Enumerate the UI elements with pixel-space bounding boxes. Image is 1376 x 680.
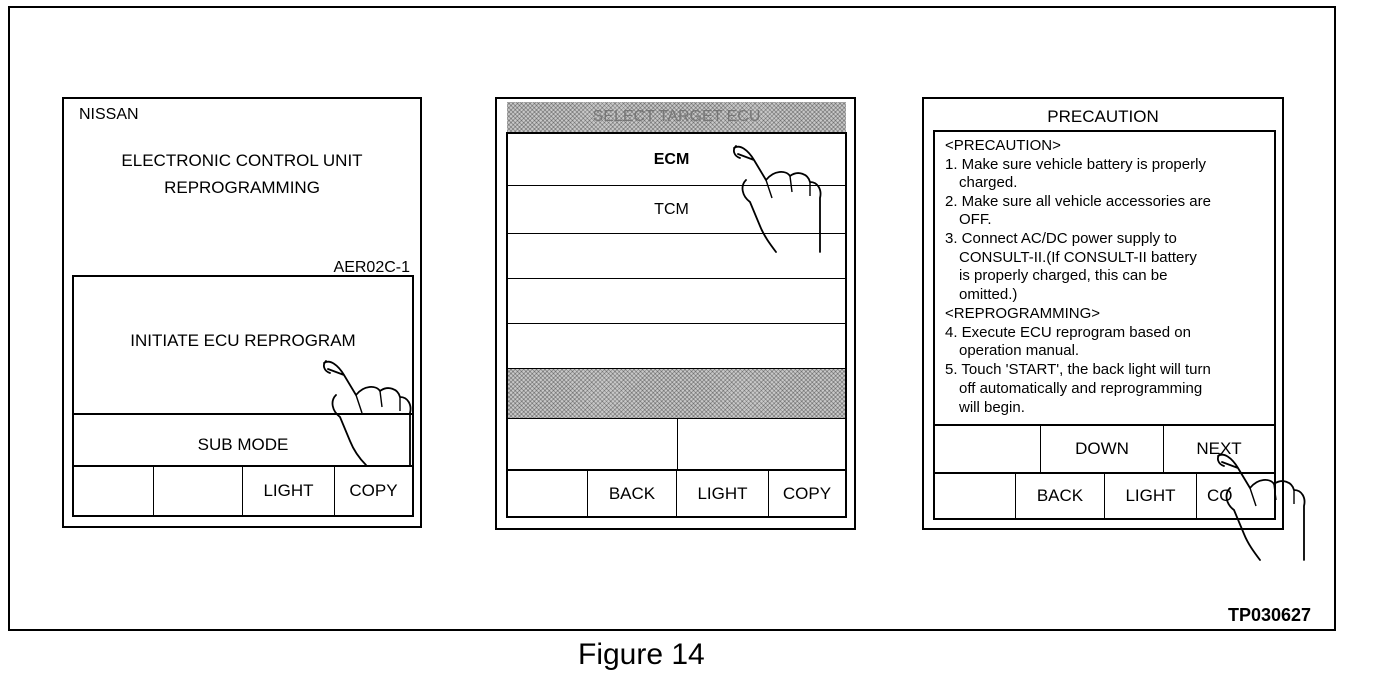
pointing-hand-icon	[1217, 453, 1306, 561]
back-button[interactable]: BACK	[588, 471, 677, 516]
light-button[interactable]: LIGHT	[1105, 472, 1197, 518]
sub-mode-button[interactable]: SUB MODE	[74, 415, 412, 467]
title-line-2: REPROGRAMMING	[164, 178, 320, 197]
pointing-hand-icon	[733, 145, 822, 253]
initiate-ecu-reprogram-button[interactable]: INITIATE ECU REPROGRAM	[74, 277, 412, 415]
precaution-line: 5. Touch 'START', the back light will tu…	[945, 361, 1211, 378]
option-empty-3[interactable]	[508, 324, 845, 369]
initiate-area: INITIATE ECU REPROGRAM SUB MODE LIGHT CO…	[72, 275, 414, 517]
version-label: AER02C-1	[333, 259, 410, 276]
precaution-line: off automatically and reprogramming	[959, 380, 1203, 397]
back-button[interactable]: BACK	[1016, 472, 1105, 518]
figure-caption: Figure 14	[578, 638, 705, 671]
precaution-title: PRECAUTION	[1047, 107, 1159, 126]
precaution-line: omitted.)	[959, 286, 1018, 303]
pointing-hand-icon	[323, 360, 412, 466]
copy-label: COPY	[349, 481, 398, 500]
copy-button[interactable]: COPY	[769, 471, 845, 516]
initiate-label: INITIATE ECU REPROGRAM	[130, 331, 356, 350]
precaution-line: 3. Connect AC/DC power supply to	[945, 230, 1177, 247]
precaution-line: is properly charged, this can be	[959, 267, 1168, 284]
precaution-line: OFF.	[959, 211, 992, 228]
blank-button-2[interactable]	[154, 467, 243, 515]
brand-label: NISSAN	[79, 106, 139, 123]
next-button[interactable]: NEXT	[1164, 424, 1274, 472]
sub-mode-label: SUB MODE	[197, 435, 289, 454]
option-empty-1[interactable]	[508, 234, 845, 279]
list-scroll-area	[508, 369, 845, 419]
precaution-line: charged.	[959, 174, 1018, 191]
mid-button-left[interactable]	[508, 419, 678, 471]
copy-button[interactable]: COPY	[335, 467, 412, 515]
figure-code: TP030627	[1228, 605, 1312, 625]
light-button[interactable]: LIGHT	[677, 471, 769, 516]
light-label: LIGHT	[263, 481, 314, 500]
precaution-line: operation manual.	[959, 342, 1080, 359]
precaution-line: 4. Execute ECU reprogram based on	[945, 324, 1191, 341]
option-empty-2[interactable]	[508, 279, 845, 324]
select-target-header: SELECT TARGET ECU	[507, 102, 846, 132]
precaution-text: <PRECAUTION> 1. Make sure vehicle batter…	[945, 137, 1270, 422]
title-line-1: ELECTRONIC CONTROL UNIT	[121, 151, 363, 170]
precaution-line: 2. Make sure all vehicle accessories are	[945, 193, 1211, 210]
blank-button[interactable]	[935, 472, 1016, 518]
figure-frame	[8, 6, 1336, 631]
light-button[interactable]: LIGHT	[243, 467, 335, 515]
screen-select-target-ecu: SELECT TARGET ECU ECM TCM BACK LIGHT COP…	[495, 97, 856, 530]
precaution-line: CONSULT-II.(If CONSULT-II battery	[959, 249, 1197, 266]
blank-button-mid[interactable]	[935, 424, 1041, 472]
down-button[interactable]: DOWN	[1041, 424, 1164, 472]
precaution-line: 1. Make sure vehicle battery is properly	[945, 156, 1206, 173]
mid-button-right[interactable]	[678, 419, 845, 471]
precaution-line: <REPROGRAMMING>	[945, 305, 1101, 322]
precaution-line: <PRECAUTION>	[945, 137, 1061, 154]
precaution-line: will begin.	[959, 399, 1025, 416]
option-tcm[interactable]: TCM	[508, 186, 845, 234]
screen-ecu-reprogramming: NISSAN ELECTRONIC CONTROL UNIT REPROGRAM…	[62, 97, 422, 528]
ecu-option-list: ECM TCM BACK LIGHT COPY	[506, 132, 847, 518]
blank-button-1[interactable]	[74, 467, 154, 515]
blank-button[interactable]	[508, 471, 588, 516]
option-ecm[interactable]: ECM	[508, 134, 845, 186]
